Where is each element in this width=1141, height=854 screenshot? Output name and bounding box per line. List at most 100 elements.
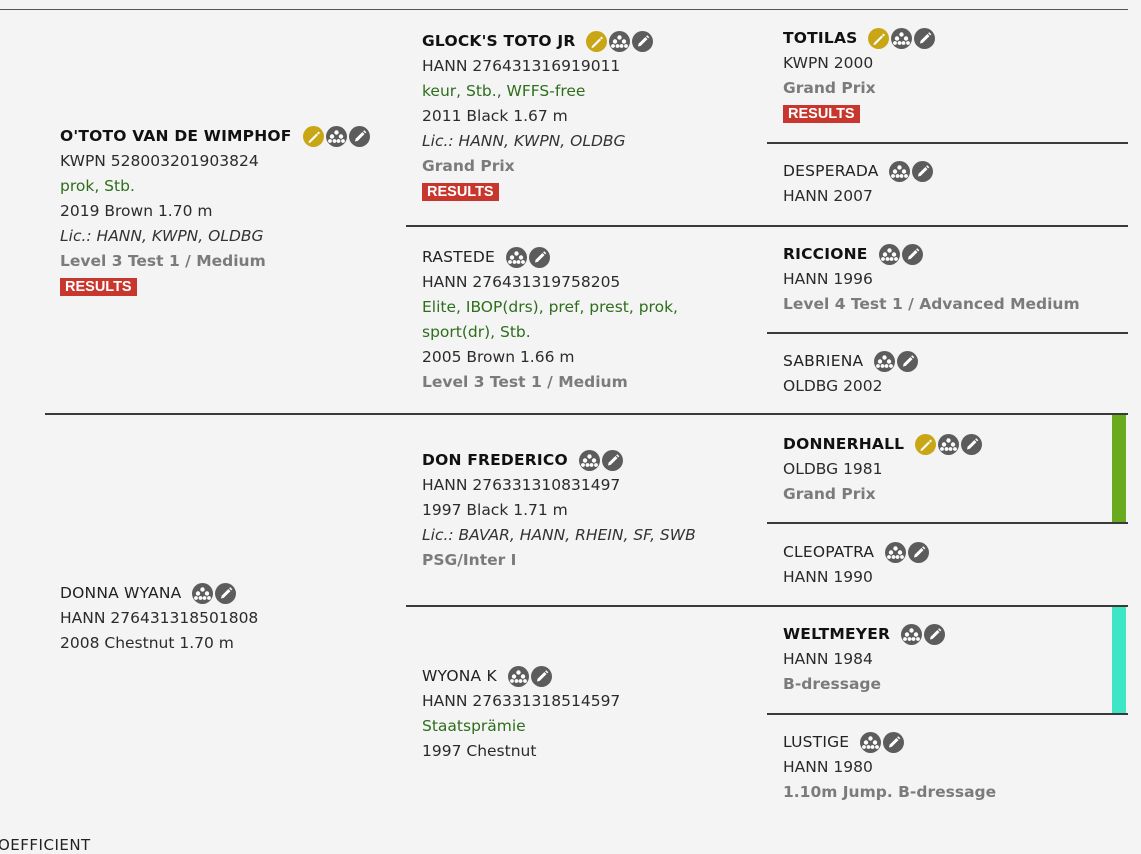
performance-badge-icon[interactable]: [868, 28, 890, 49]
predicates-continued: sport(dr), Stb.: [422, 323, 531, 341]
horse-card-sdd: SABRIENA OLDBG 2002: [783, 349, 920, 399]
registration-number: HANN 276431316919011: [422, 57, 621, 75]
licensed-by: Lic.: HANN, KWPN, OLDBG: [422, 132, 626, 150]
performance-badge-icon[interactable]: [302, 126, 324, 147]
performance-level: Grand Prix: [422, 157, 515, 175]
edit-pencil-icon[interactable]: [901, 244, 923, 265]
horse-card-dam-dam: WYONA K HANN 276331318514597 Staatsprämi…: [422, 664, 620, 764]
gen2-divider-sire: [406, 225, 1128, 227]
performance-level: Level 3 Test 1 / Medium: [60, 252, 266, 270]
registration-number: HANN 1996: [783, 270, 873, 288]
horse-card-sire: O'TOTO VAN DE WIMPHOF KWPN 5280032019038…: [60, 124, 372, 299]
pedigree-tree-icon[interactable]: [860, 732, 882, 753]
birth-info: 1997 Chestnut: [422, 742, 537, 760]
gen3-divider-3: [767, 522, 1128, 524]
donnerhall-color-marker: [1112, 415, 1126, 522]
results-button[interactable]: RESULTS: [783, 105, 860, 123]
horse-card-ssd: DESPERADA HANN 2007: [783, 159, 935, 209]
pedigree-tree-icon[interactable]: [901, 624, 923, 645]
edit-pencil-icon[interactable]: [883, 732, 905, 753]
gen2-divider-dam: [406, 605, 1128, 607]
edit-pencil-icon[interactable]: [924, 624, 946, 645]
birth-info: 2005 Brown 1.66 m: [422, 348, 575, 366]
horse-name[interactable]: RASTEDE: [422, 248, 495, 266]
edit-pencil-icon[interactable]: [530, 666, 552, 687]
registration-number: HANN 276431319758205: [422, 273, 621, 291]
horse-card-sds: RICCIONE HANN 1996 Level 4 Test 1 / Adva…: [783, 242, 1080, 317]
pedigree-tree-icon[interactable]: [578, 450, 600, 471]
registration-number: HANN 276431318501808: [60, 609, 259, 627]
gen3-divider-1: [767, 142, 1128, 144]
registration-number: HANN 2007: [783, 187, 873, 205]
licensed-by: Lic.: BAVAR, HANN, RHEIN, SF, SWB: [422, 526, 696, 544]
horse-name[interactable]: SABRIENA: [783, 352, 864, 370]
registration-number: HANN 276331318514597: [422, 692, 621, 710]
horse-name[interactable]: CLEOPATRA: [783, 543, 875, 561]
pedigree-tree-icon[interactable]: [885, 542, 907, 563]
horse-card-sire-dam: RASTEDE HANN 276431319758205 Elite, IBOP…: [422, 245, 678, 395]
registration-number: OLDBG 2002: [783, 377, 883, 395]
birth-info: 2011 Black 1.67 m: [422, 107, 568, 125]
pedigree-tree-icon[interactable]: [938, 434, 960, 455]
pedigree-tree-icon[interactable]: [192, 583, 214, 604]
edit-pencil-icon[interactable]: [961, 434, 983, 455]
horse-card-ddd: LUSTIGE HANN 1980 1.10m Jump. B-dressage: [783, 730, 996, 805]
pedigree-tree-icon[interactable]: [609, 31, 631, 52]
edit-pencil-icon[interactable]: [528, 247, 550, 268]
registration-number: HANN 1984: [783, 650, 873, 668]
sire-dam-divider: [45, 413, 1128, 415]
horse-card-dds: WELTMEYER HANN 1984 B-dressage: [783, 622, 947, 697]
birth-info: 2008 Chestnut 1.70 m: [60, 634, 234, 652]
edit-pencil-icon[interactable]: [914, 28, 936, 49]
cutoff-footer-text: OEFFICIENT: [0, 836, 91, 854]
results-button[interactable]: RESULTS: [422, 183, 499, 201]
horse-name[interactable]: DESPERADA: [783, 162, 879, 180]
horse-name[interactable]: O'TOTO VAN DE WIMPHOF: [60, 127, 292, 145]
pedigree-tree-icon[interactable]: [874, 351, 896, 372]
horse-name[interactable]: GLOCK'S TOTO JR: [422, 32, 576, 50]
registration-number: HANN 276331310831497: [422, 476, 621, 494]
pedigree-tree-icon[interactable]: [505, 247, 527, 268]
performance-level: 1.10m Jump. B-dressage: [783, 783, 997, 801]
edit-pencil-icon[interactable]: [897, 351, 919, 372]
performance-level: Level 3 Test 1 / Medium: [422, 373, 628, 391]
pedigree-tree-icon[interactable]: [889, 161, 911, 182]
horse-name[interactable]: DON FREDERICO: [422, 451, 568, 469]
horse-name[interactable]: DONNA WYANA: [60, 584, 182, 602]
predicates: Staatsprämie: [422, 717, 526, 735]
birth-info: 1997 Black 1.71 m: [422, 501, 568, 519]
pedigree-tree-icon[interactable]: [325, 126, 347, 147]
horse-card-dam: DONNA WYANA HANN 276431318501808 2008 Ch…: [60, 581, 258, 656]
edit-pencil-icon[interactable]: [601, 450, 623, 471]
horse-card-dam-sire: DON FREDERICO HANN 276331310831497 1997 …: [422, 448, 696, 573]
horse-name[interactable]: TOTILAS: [783, 29, 858, 47]
registration-number: KWPN 2000: [783, 54, 874, 72]
horse-name[interactable]: LUSTIGE: [783, 733, 850, 751]
horse-card-dsd: CLEOPATRA HANN 1990: [783, 540, 931, 590]
pedigree-tree-icon[interactable]: [891, 28, 913, 49]
results-button[interactable]: RESULTS: [60, 278, 137, 296]
licensed-by: Lic.: HANN, KWPN, OLDBG: [60, 227, 264, 245]
edit-pencil-icon[interactable]: [348, 126, 370, 147]
performance-level: B-dressage: [783, 675, 882, 693]
performance-level: PSG/Inter I: [422, 551, 517, 569]
pedigree-tree-icon[interactable]: [878, 244, 900, 265]
registration-number: HANN 1990: [783, 568, 873, 586]
horse-name[interactable]: DONNERHALL: [783, 435, 905, 453]
performance-badge-icon[interactable]: [586, 31, 608, 52]
edit-pencil-icon[interactable]: [632, 31, 654, 52]
horse-name[interactable]: WELTMEYER: [783, 625, 891, 643]
edit-pencil-icon[interactable]: [215, 583, 237, 604]
edit-pencil-icon[interactable]: [912, 161, 934, 182]
performance-badge-icon[interactable]: [915, 434, 937, 455]
top-divider: [0, 9, 1128, 10]
performance-level: Level 4 Test 1 / Advanced Medium: [783, 295, 1080, 313]
registration-number: HANN 1980: [783, 758, 873, 776]
performance-level: Grand Prix: [783, 79, 876, 97]
edit-pencil-icon[interactable]: [908, 542, 930, 563]
horse-name[interactable]: WYONA K: [422, 667, 497, 685]
registration-number: OLDBG 1981: [783, 460, 883, 478]
horse-card-sire-sire: GLOCK'S TOTO JR HANN 276431316919011 keu…: [422, 29, 655, 204]
pedigree-tree-icon[interactable]: [507, 666, 529, 687]
horse-name[interactable]: RICCIONE: [783, 245, 868, 263]
